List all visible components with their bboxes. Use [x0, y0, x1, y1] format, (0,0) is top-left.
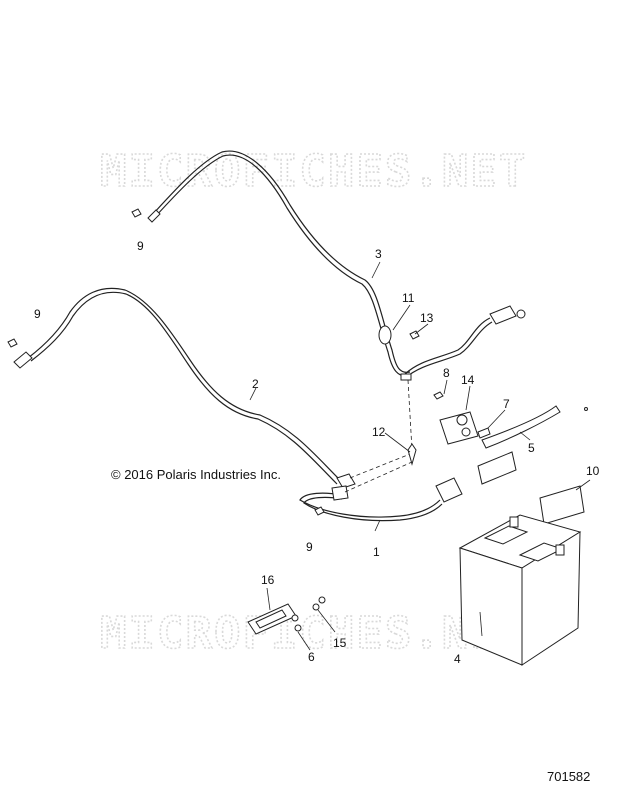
battery-post-neg: [509, 516, 519, 528]
terminal-ring: [516, 309, 526, 319]
bracket-12: [407, 443, 417, 466]
copyright-text: © 2016 Polaris Industries Inc.: [111, 467, 281, 482]
callout-6: 6: [308, 650, 315, 664]
callout-9-bottom: 9: [306, 540, 313, 554]
bolt-7: [477, 427, 491, 439]
callout-13: 13: [420, 311, 434, 325]
diagram-number: 701582: [547, 769, 590, 784]
bracket-clip: [400, 373, 412, 381]
cable-2-terminal: [13, 351, 33, 369]
nut-9-left: [7, 338, 18, 348]
cable-2: [13, 287, 356, 489]
strap-5: [481, 405, 561, 449]
callout-1: 1: [373, 545, 380, 559]
pad: [477, 451, 517, 485]
watermark-top: MICROFICHES.NET: [100, 146, 527, 197]
nut-9-top: [131, 208, 142, 218]
cable-1: [299, 477, 463, 522]
callout-9-top: 9: [137, 239, 144, 253]
battery-4: [458, 514, 582, 666]
callout-14: 14: [461, 373, 475, 387]
assembly-line-a: [407, 379, 413, 451]
watermark-bottom: MICROFICHES.NET: [100, 608, 527, 659]
nut-9-bottom: [314, 506, 325, 516]
callout-9-left: 9: [34, 307, 41, 321]
callout-10: 10: [586, 464, 600, 478]
battery-post-pos: [555, 544, 565, 556]
cable-3-terminal: [147, 209, 161, 223]
screw-8: [433, 391, 444, 400]
assembly-line-c: [349, 453, 411, 479]
nut-6: [294, 624, 302, 632]
label-10: [539, 485, 585, 525]
cable-3-end-terminal: [489, 305, 517, 325]
callout-2: 2: [252, 377, 259, 391]
callout-3: 3: [375, 247, 382, 261]
cable-3: [147, 150, 526, 381]
callout-12: 12: [372, 425, 386, 439]
fuse-holder-16: [247, 603, 299, 635]
nut-15: [318, 596, 326, 604]
solenoid-14: [439, 411, 479, 445]
callout-4: 4: [454, 652, 461, 666]
callout-5: 5: [528, 441, 535, 455]
assembly-line-b: [344, 461, 413, 493]
cable-1-boot: [435, 477, 463, 503]
clip-11: [378, 325, 392, 345]
callout-8: 8: [443, 366, 450, 380]
callout-16: 16: [261, 573, 275, 587]
callout-7: 7: [503, 397, 510, 411]
callout-15: 15: [333, 636, 347, 650]
cable-1-terminal: [331, 485, 349, 501]
washer-15: [312, 603, 320, 611]
strap-pin: [584, 407, 588, 411]
callout-11: 11: [402, 291, 415, 305]
